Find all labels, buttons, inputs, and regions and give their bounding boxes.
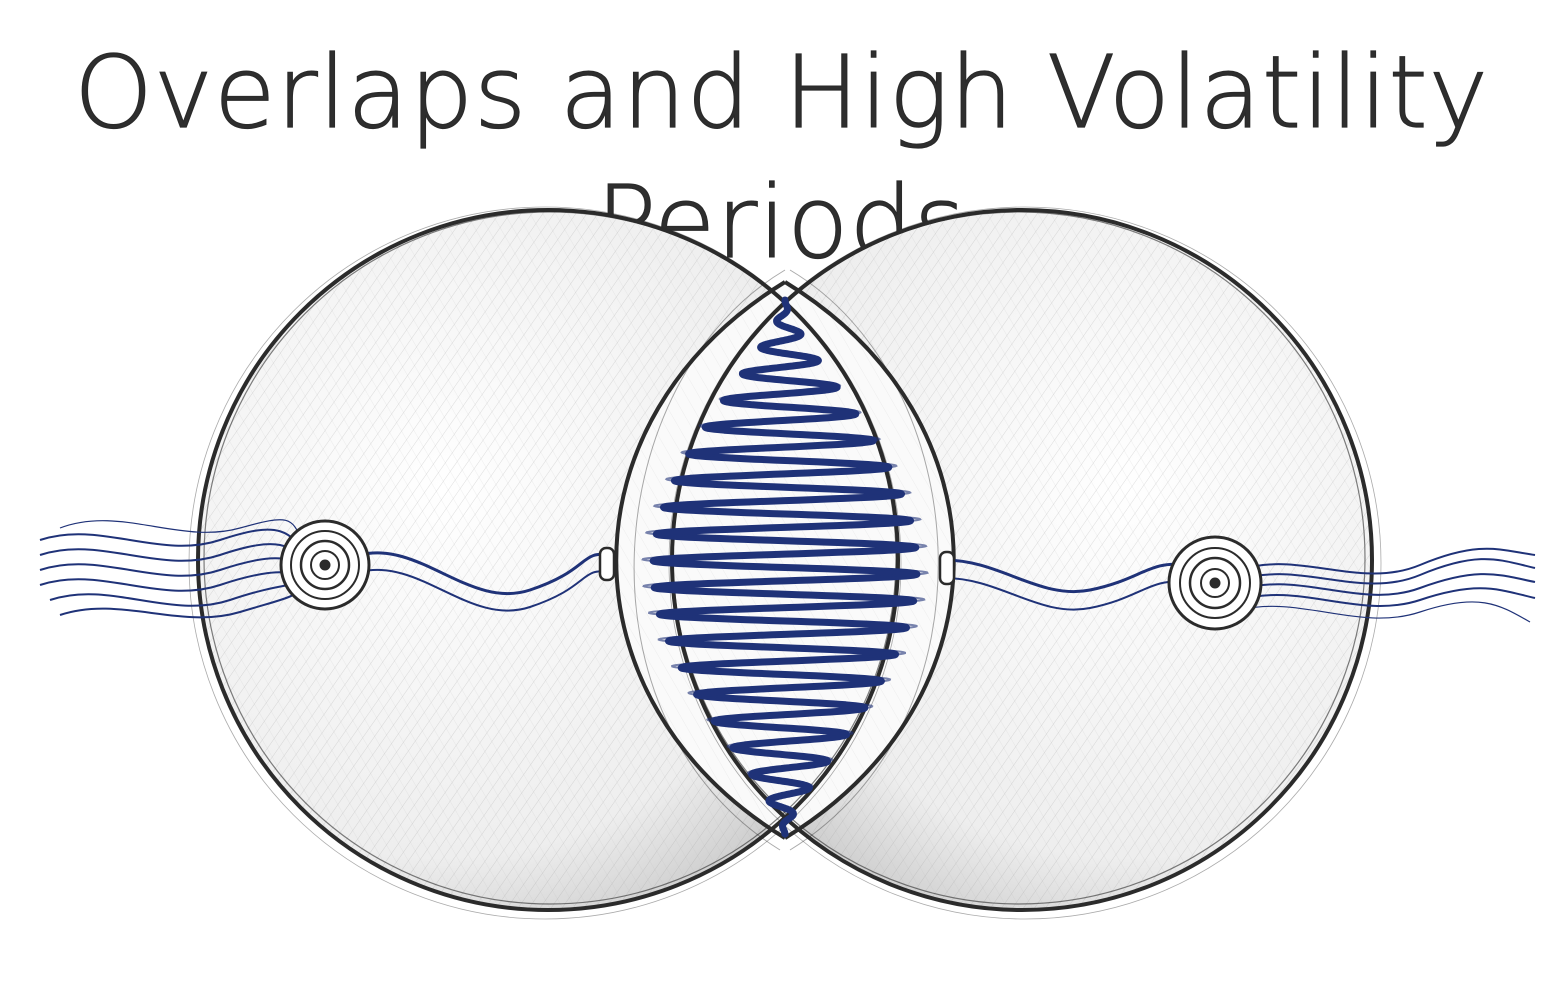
volatility-wave-echo [641, 300, 929, 835]
page-title: Overlaps and High Volatility Periods [73, 33, 1489, 281]
lens-pegs [598, 546, 956, 586]
right-port-icon [1167, 535, 1263, 631]
left-connector-wave [359, 551, 611, 612]
left-port-icon [279, 519, 371, 611]
right-connector-wave [944, 558, 1186, 611]
volatility-wave [649, 296, 921, 838]
right-wave-bundle [1239, 547, 1536, 623]
